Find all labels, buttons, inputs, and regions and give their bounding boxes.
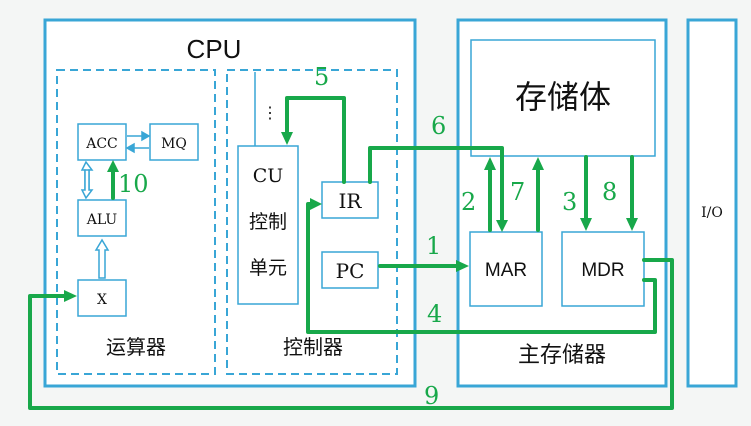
alu-box (77, 199, 127, 237)
path-2 (484, 157, 496, 232)
alu-label: ALU (86, 212, 118, 228)
path-4 (306, 198, 657, 334)
step-8-label: 8 (602, 178, 617, 206)
acc-register-box (77, 123, 127, 161)
path-6 (368, 146, 508, 232)
cpu-title: CPU (187, 34, 242, 64)
ellipsis-dots: ⋮ (262, 103, 278, 122)
step-6-label: 6 (431, 112, 446, 140)
pc-box (321, 251, 379, 289)
path-1 (378, 260, 469, 272)
main-memory-title: 主存储器 (518, 343, 606, 368)
mdr-box (561, 231, 645, 307)
step-7-label: 7 (510, 178, 525, 206)
storage-body-label: 存储体 (515, 78, 611, 116)
mar-label: MAR (485, 260, 527, 281)
mq-register-box (149, 123, 199, 161)
ir-box (321, 181, 379, 219)
controller-section-frame (226, 69, 398, 375)
io-label: I/O (701, 205, 723, 221)
acc-register-label: ACC (85, 136, 118, 152)
step-1-label: 1 (426, 232, 441, 260)
cu-box (237, 145, 299, 305)
x-register-box (77, 279, 127, 317)
mq-register-label: MQ (161, 136, 187, 152)
x-register-label: X (97, 292, 107, 308)
cu-label-line1: CU (253, 165, 284, 187)
path-10 (107, 160, 119, 200)
path-9 (28, 258, 674, 410)
mdr-label: MDR (581, 260, 624, 281)
acc-mq-arrows (125, 130, 151, 154)
path-8 (626, 155, 638, 231)
io-box (686, 18, 738, 388)
controller-label: 控制器 (283, 335, 343, 359)
ir-label: IR (339, 189, 363, 213)
alu-section-frame (56, 69, 216, 375)
cu-label-line3: 单元 (249, 257, 287, 279)
step-3-label: 3 (562, 188, 577, 216)
cu-label-line2: 控制 (249, 211, 287, 233)
path-7 (532, 157, 544, 232)
step-10-label: 10 (118, 170, 149, 198)
storage-body-box (470, 39, 656, 157)
step-2-label: 2 (461, 188, 476, 216)
mar-box (469, 231, 543, 307)
step-5-label: 5 (314, 63, 329, 91)
path-3 (580, 155, 592, 231)
pc-label: PC (336, 259, 365, 283)
path-5 (281, 96, 346, 184)
step-4-label: 4 (427, 300, 442, 328)
alu-section-label: 运算器 (106, 335, 166, 359)
step-9-label: 9 (424, 382, 439, 410)
hollow-arrows (80, 160, 110, 279)
